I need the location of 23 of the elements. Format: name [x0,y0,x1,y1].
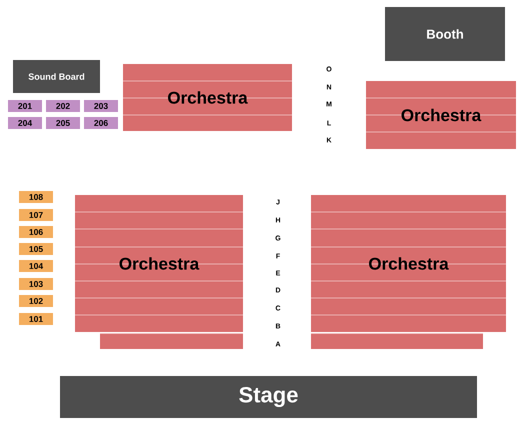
seating-section-box: 104 [19,260,53,272]
seating-section-box: 103 [19,278,53,290]
venue-area-box: Sound Board [13,60,100,93]
node-label: Orchestra [120,257,200,270]
seating-section-box: 206 [84,117,118,129]
seating-section-box: 106 [19,226,53,238]
seating-section: Orchestra [310,195,506,349]
node-label: Orchestra [369,257,449,270]
seating-section: Orchestra [366,81,516,149]
seating-section-box: 101 [19,313,53,325]
venue-area-box: Booth [385,7,505,61]
seating-section: Orchestra [74,195,244,349]
seating-section-box: 107 [19,209,53,221]
seating-section-box: 108 [19,191,53,203]
seating-section-box: 102 [19,295,53,307]
seating-section-box: 201 [8,100,42,112]
seating-section-box: 205 [46,117,80,129]
venue-area-box: Stage [60,376,477,418]
seating-section-box: 105 [19,243,53,255]
seating-section: Orchestra [122,64,292,131]
seating-section-box: 202 [46,100,80,112]
seating-section-box: 203 [84,100,118,112]
seating-section-box: 204 [8,117,42,129]
